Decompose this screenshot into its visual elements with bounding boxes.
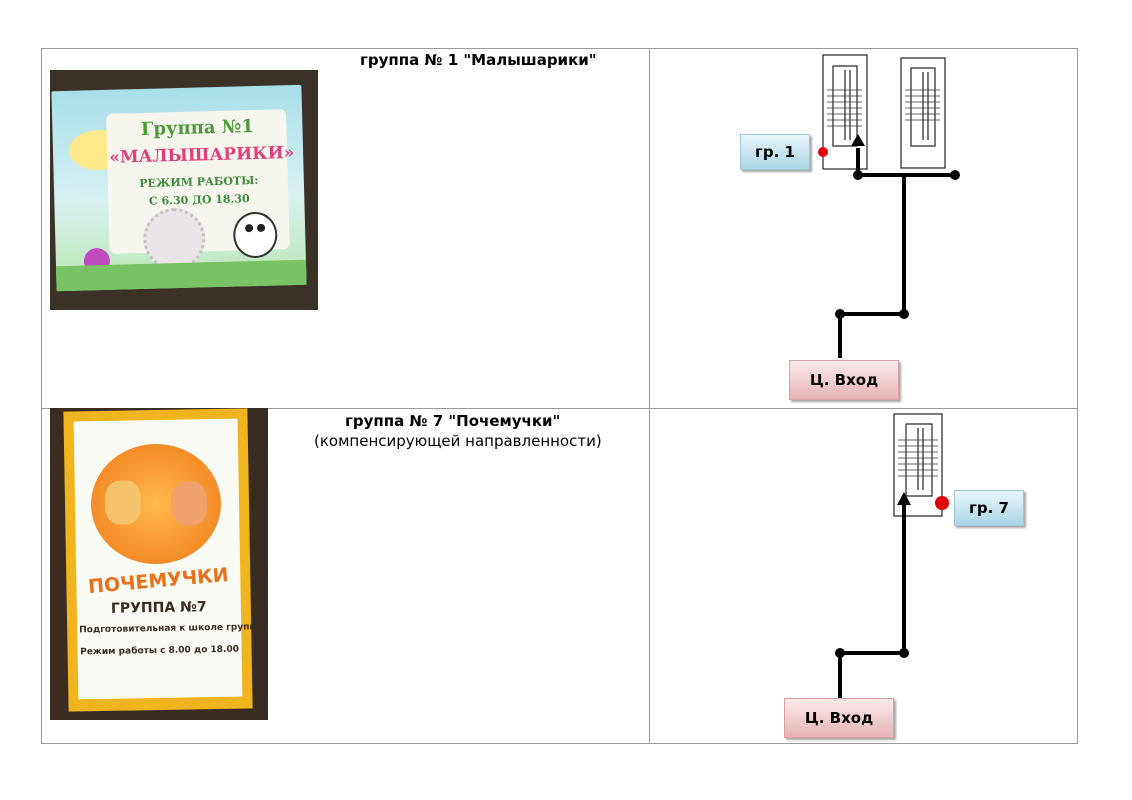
row2-sign-frame: ПОЧЕМУЧКИ ГРУППА №7 Подготовительная к ш… xyxy=(63,408,262,712)
document-table xyxy=(41,48,1078,744)
row2-sign-line2: ГРУППА №7 xyxy=(110,599,207,617)
row2-title: группа № 7 "Почемучки" xyxy=(345,412,561,430)
row1-title: группа № 1 "Малышарики" xyxy=(360,51,597,69)
row2-sign-line4: Режим работы с 8.00 до 18.00 xyxy=(80,644,240,658)
row1-sign-line1: Группа №1 xyxy=(140,116,255,140)
group-label-1: гр. 1 xyxy=(740,134,810,170)
row1-sign: Группа №1 «МАЛЫШАРИКИ» РЕЖИМ РАБОТЫ: С 6… xyxy=(51,84,307,292)
row1-photo: Группа №1 «МАЛЫШАРИКИ» РЕЖИМ РАБОТЫ: С 6… xyxy=(50,70,318,310)
row-divider xyxy=(42,408,1077,409)
panda-character xyxy=(232,211,278,259)
row2-subtitle: (компенсирующей направленности) xyxy=(314,432,602,450)
children-graphic xyxy=(104,480,142,525)
row2-sign-line1: ПОЧЕМУЧКИ xyxy=(87,563,230,599)
sheep-character xyxy=(142,207,207,271)
entrance-label-7: Ц. Вход xyxy=(784,698,894,738)
group-label-7: гр. 7 xyxy=(954,490,1024,526)
row2-photo: ПОЧЕМУЧКИ ГРУППА №7 Подготовительная к ш… xyxy=(50,408,268,720)
row2-sign-line3: Подготовительная к школе группа xyxy=(79,622,262,636)
entrance-label-1: Ц. Вход xyxy=(789,360,899,400)
column-divider xyxy=(649,49,650,743)
